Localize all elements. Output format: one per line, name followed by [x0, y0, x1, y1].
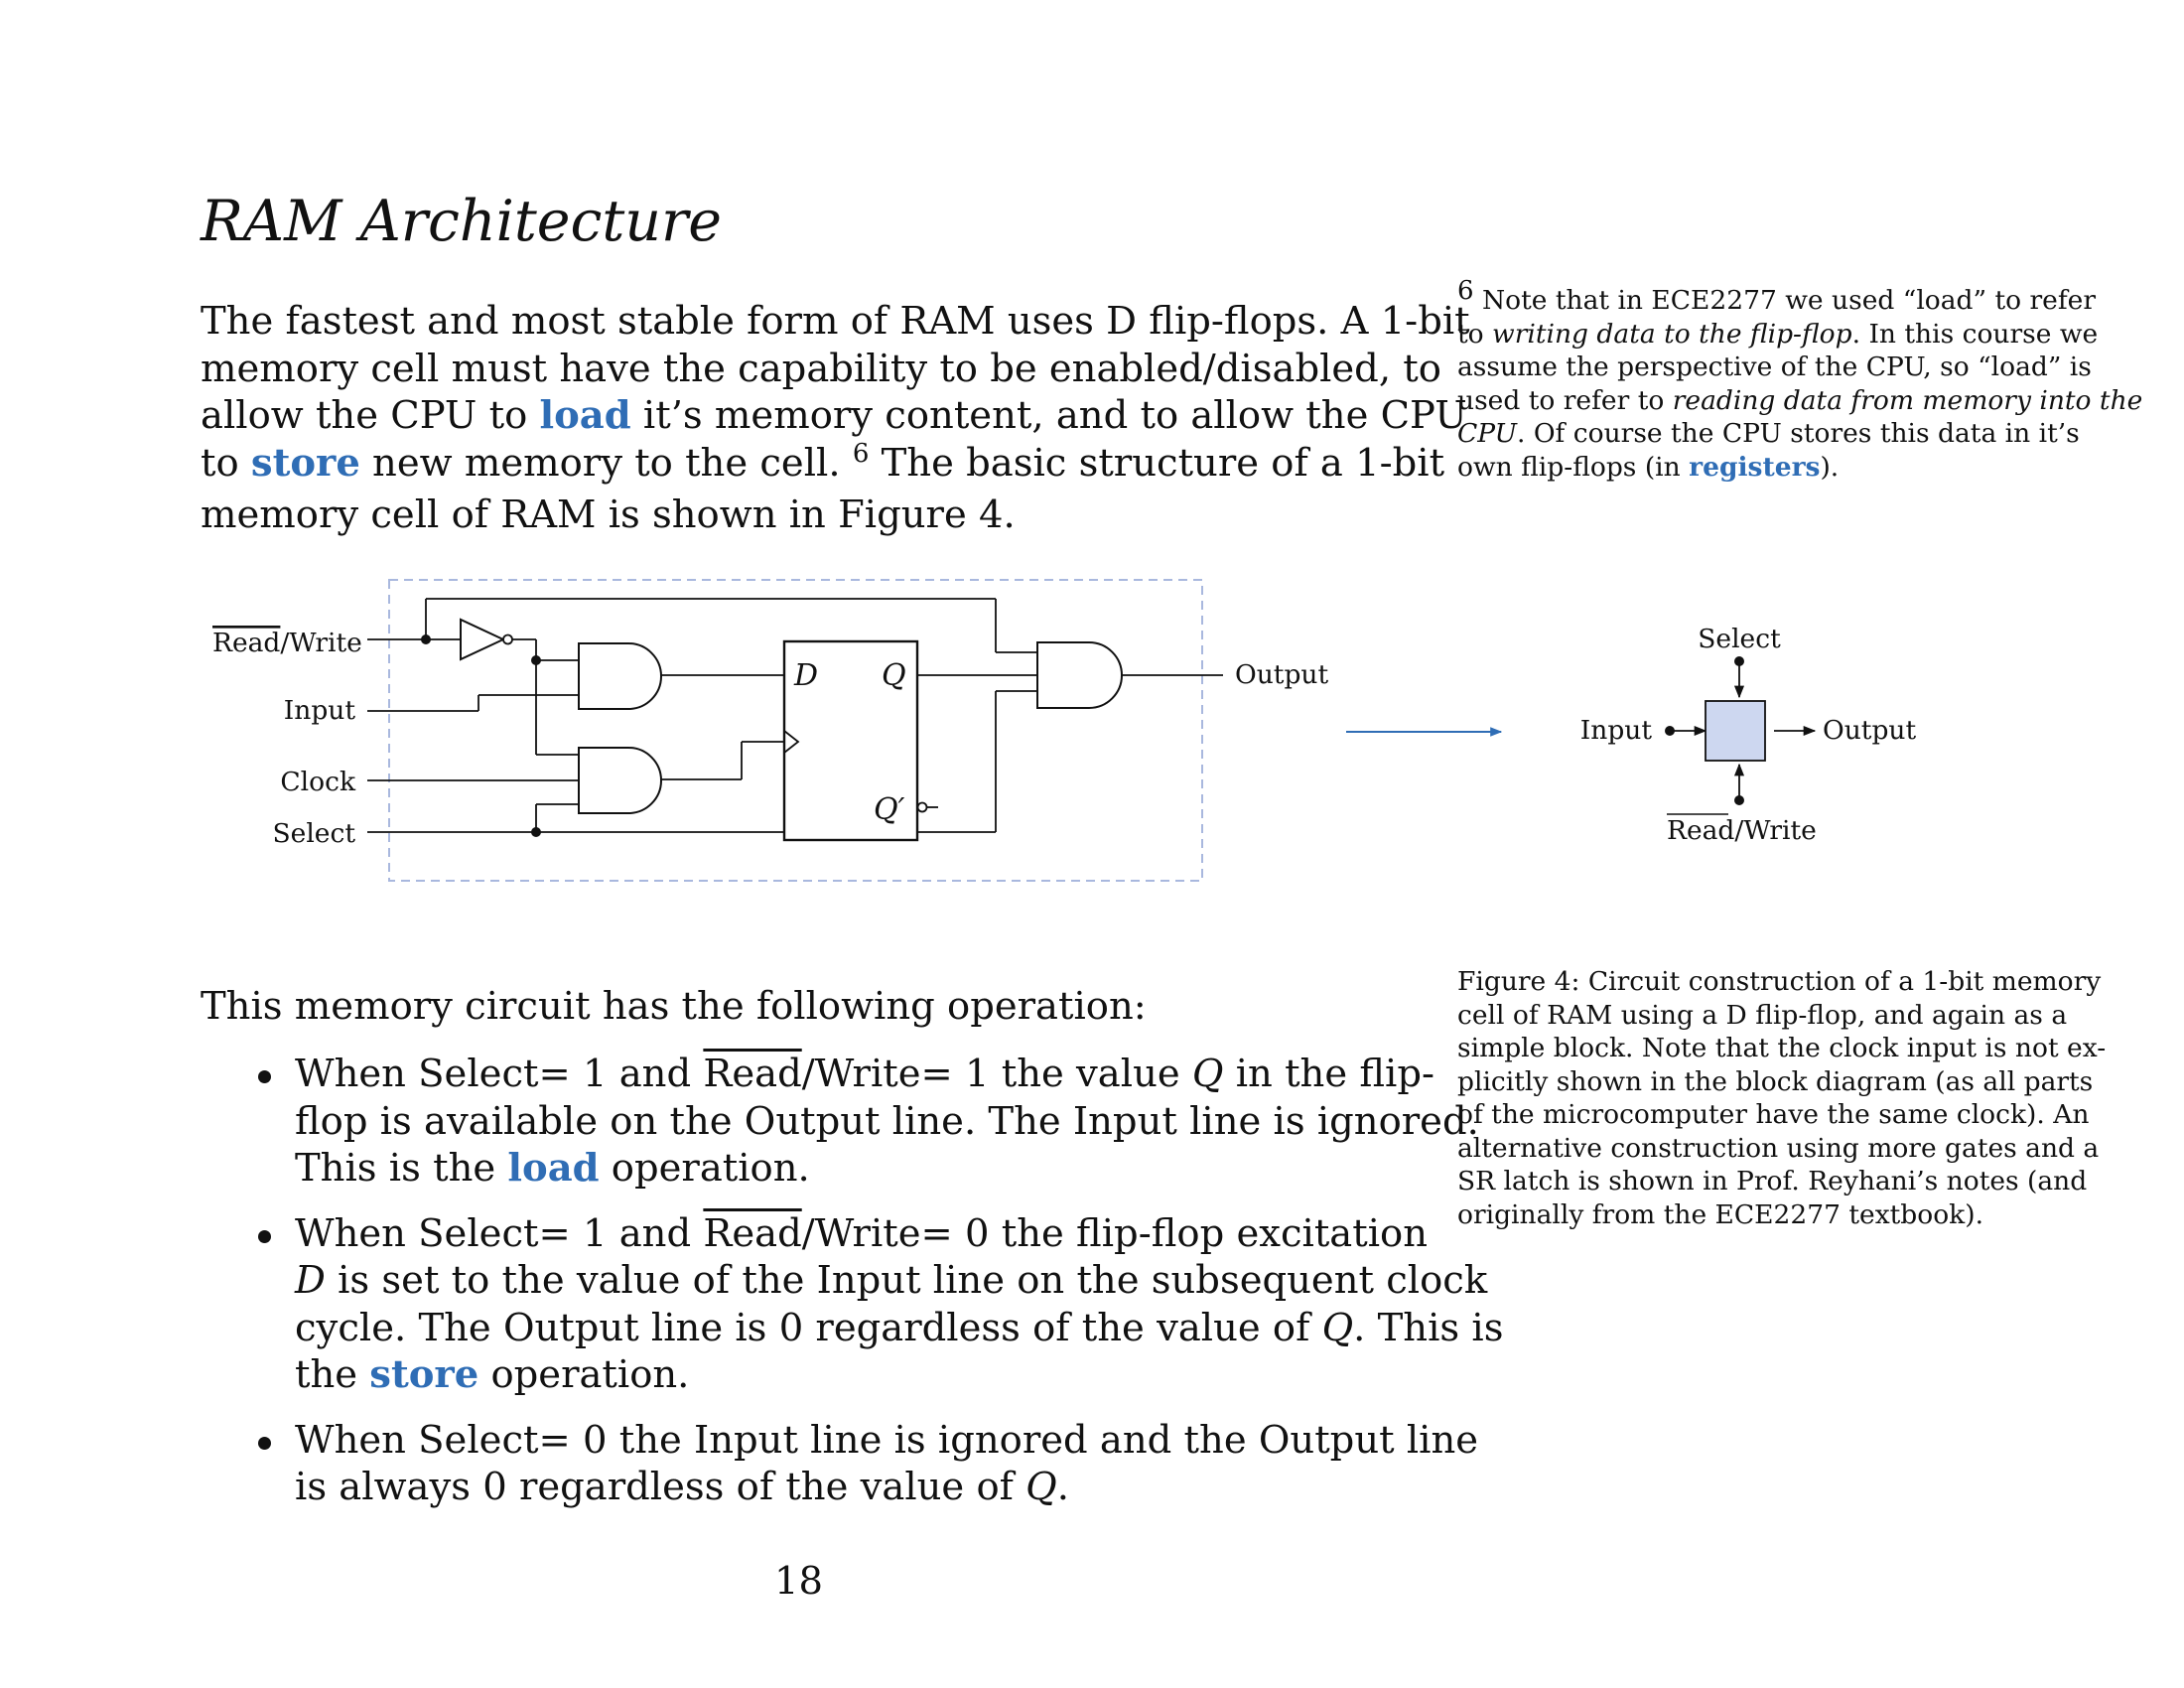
block-diagram [1665, 656, 1817, 805]
inverter-gate [460, 618, 513, 661]
figure-4-caption: Figure 4: Circuit construction of a 1-bi… [1457, 966, 2107, 1230]
circuit-frame [388, 579, 1203, 882]
ff-qprime-label: Q′ [874, 792, 905, 827]
footnote-ref[interactable]: 6 [852, 438, 870, 469]
intro-line-5: memory cell of RAM is shown in Figure 4. [201, 492, 1016, 537]
block-read-write-label: Read/Write [1667, 813, 1817, 846]
block-output-label: Output [1823, 715, 1916, 746]
bullet-icon [258, 1070, 271, 1083]
bullet-icon [258, 1436, 271, 1450]
intro-line-4: to store new memory to the cell. 6 The b… [201, 438, 1445, 486]
bullet-icon [258, 1229, 271, 1243]
clock-triangle [783, 730, 800, 754]
list-item: When Select= 1 and Read/Write= 1 the val… [201, 1051, 1479, 1193]
page-number: 18 [774, 1559, 823, 1604]
qprime-bubble [916, 801, 928, 813]
store-link[interactable]: store [250, 440, 360, 486]
store-link[interactable]: store [369, 1352, 479, 1397]
list-item: When Select= 1 and Read/Write= 0 the fli… [201, 1210, 1504, 1399]
operation-intro: This memory circuit has the following op… [201, 984, 1147, 1029]
block-select-label: Select [1698, 624, 1781, 654]
intro-line-1: The fastest and most stable form of RAM … [201, 299, 1470, 344]
and-gate-1 [578, 642, 662, 710]
d-flip-flop [782, 639, 919, 842]
junction-dots [421, 634, 541, 837]
footnote-6: 6 Note that in ECE2277 we used “load” to… [1457, 276, 2143, 483]
output-label: Output [1235, 659, 1328, 690]
intro-paragraph: The fastest and most stable form of RAM … [201, 298, 1470, 539]
registers-link[interactable]: registers [1689, 451, 1821, 483]
list-item: When Select= 0 the Input line is ignored… [201, 1417, 1478, 1511]
memory-cell-block [1705, 700, 1766, 762]
section-title: RAM Architecture [201, 189, 722, 254]
footnote-mark: 6 [1457, 276, 1474, 307]
load-link[interactable]: load [539, 393, 631, 438]
input-label: Input [284, 695, 356, 726]
select-label: Select [273, 818, 356, 849]
operation-list: When Select= 1 and Read/Write= 1 the val… [201, 1051, 1504, 1529]
intro-line-3: allow the CPU to load it’s memory conten… [201, 393, 1467, 438]
clock-label: Clock [280, 767, 356, 797]
ff-d-label: D [793, 658, 818, 693]
intro-line-2: memory cell must have the capability to … [201, 346, 1441, 391]
and-gate-2 [578, 747, 662, 814]
svg-text:Read/Write: Read/Write [212, 628, 362, 658]
ff-q-label: Q [882, 658, 906, 693]
svg-text:Read/Write: Read/Write [1667, 815, 1817, 846]
block-input-label: Input [1580, 715, 1653, 746]
load-link[interactable]: load [507, 1146, 600, 1191]
and-gate-3 [1036, 641, 1123, 709]
read-write-label: Read/Write [212, 626, 362, 658]
